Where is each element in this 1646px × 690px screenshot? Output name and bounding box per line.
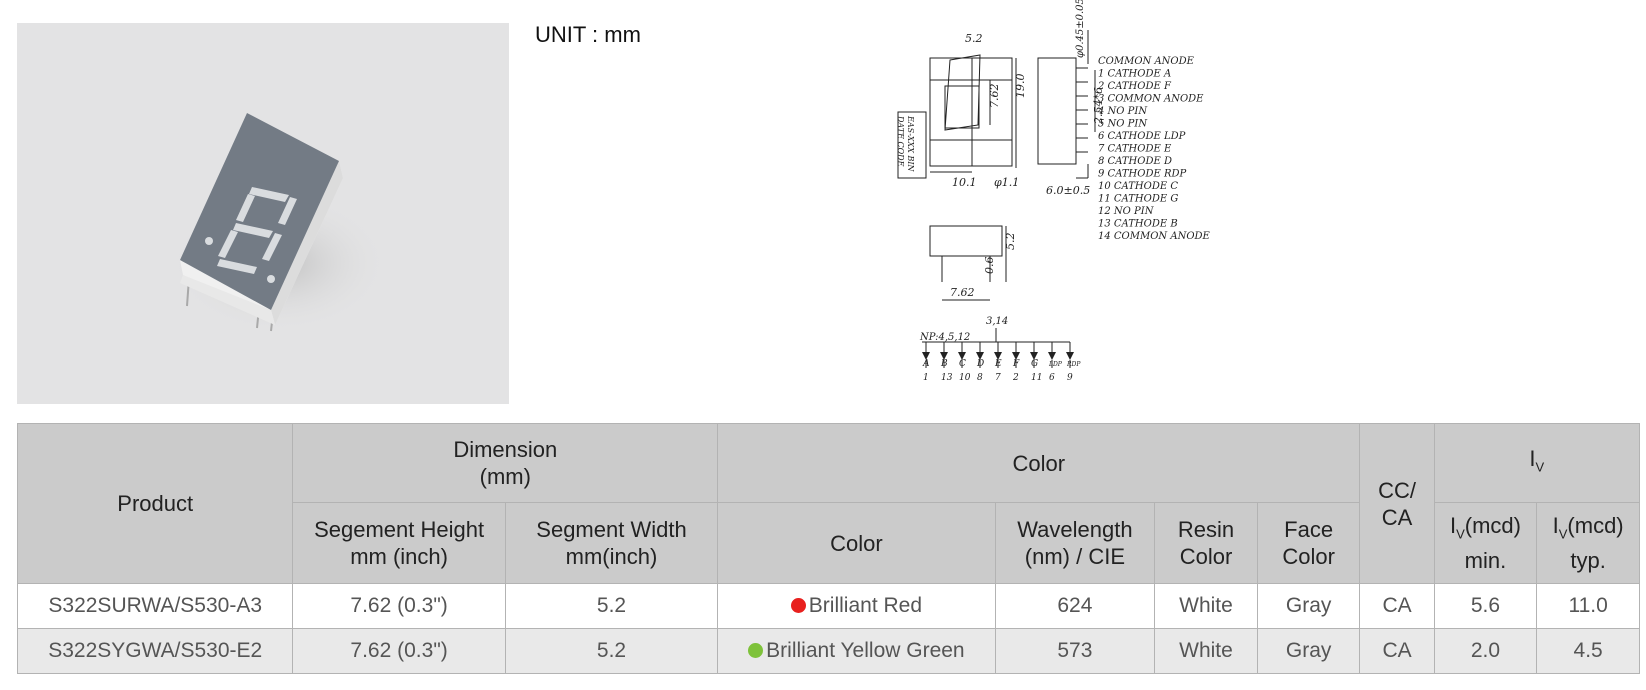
side-view-outline xyxy=(1037,57,1077,165)
pin-list-item: 13 CATHODE B xyxy=(1098,219,1178,230)
header-cc-ca: CC/CA xyxy=(1359,423,1435,584)
schematic-pin-label: 8 xyxy=(977,373,983,383)
color-dot-icon xyxy=(748,643,764,658)
pin-list-item: 12 NO PIN xyxy=(1098,206,1155,217)
color-dot-icon xyxy=(790,598,806,613)
dim-side-depth: 6.0±0.5 xyxy=(1046,184,1090,197)
dim-pin-dia: φ0.45±0.05 xyxy=(1075,0,1086,58)
table-row: S322SYGWA/S530-E2 7.62 (0.3") 5.2 Brilli… xyxy=(16,628,1640,674)
header-color: Color xyxy=(717,502,996,584)
cell-iv-typ: 4.5 xyxy=(1536,628,1640,674)
header-iv-typ: IV(mcd)typ. xyxy=(1536,502,1640,584)
cell-segment-height: 7.62 (0.3") xyxy=(292,628,506,674)
dim-top-width: 5.2 xyxy=(965,32,983,45)
dim-digit: 7.62 xyxy=(988,84,1001,109)
cell-segment-width: 5.2 xyxy=(504,628,719,674)
cell-color: Brilliant Red xyxy=(717,583,996,629)
dim-bottom-pin: 0.6 xyxy=(983,257,996,275)
pin-list-item: 7 CATHODE E xyxy=(1098,144,1172,155)
schematic-np-label: NP:4,5,12 xyxy=(919,332,970,343)
bottom-view-outline xyxy=(929,225,1003,257)
dim-hole: φ1.1 xyxy=(994,176,1019,189)
cell-segment-height: 7.62 (0.3") xyxy=(292,583,506,629)
schematic-segment-label: RDP xyxy=(1066,361,1081,368)
header-dimension: Dimension(mm) xyxy=(292,423,719,503)
header-iv: IV xyxy=(1433,423,1641,503)
schematic-labels: A 1 B 13 C 10 D 8 E 7 F 2 G 11 LDP 6 RDP 9 xyxy=(922,359,1081,383)
pin-list-item: COMMON ANODE xyxy=(1098,56,1195,67)
pin-list-item: 3 COMMON ANODE xyxy=(1098,94,1204,105)
digit-outline xyxy=(944,54,981,131)
product-spec-table: Product Dimension(mm) Color CC/CA IV Seg… xyxy=(16,423,1641,674)
schematic-segment-label: B xyxy=(940,359,948,369)
cell-face-color: Gray xyxy=(1256,628,1361,674)
schematic-pin-label: 9 xyxy=(1067,373,1073,383)
schematic-pin-label: 6 xyxy=(1049,373,1055,383)
cell-cc-ca: CA xyxy=(1359,628,1435,674)
cell-product: S322SYGWA/S530-E2 xyxy=(16,628,294,674)
schematic-pin-label: 1 xyxy=(923,373,929,383)
header-color-group: Color xyxy=(717,423,1361,503)
pin-list-item: 5 NO PIN xyxy=(1098,119,1148,130)
schematic-segment-label: G xyxy=(1031,359,1038,369)
pin-list-item: 1 CATHODE A xyxy=(1098,69,1171,80)
marking-line-2: DATE CODE xyxy=(896,115,905,167)
schematic-segment-label: E xyxy=(994,359,1002,369)
unit-label: UNIT : mm xyxy=(535,22,641,47)
dim-height: 19.0 xyxy=(1014,74,1027,99)
pin-list-item: 8 CATHODE D xyxy=(1098,156,1172,167)
schematic-segment-label: C xyxy=(959,359,966,369)
cell-cc-ca: CA xyxy=(1359,583,1435,629)
dim-bottom-width: 7.62 xyxy=(950,286,975,299)
cell-resin-color: White xyxy=(1154,628,1258,674)
cell-wavelength: 624 xyxy=(994,583,1156,629)
dim-width: 10.1 xyxy=(952,176,977,189)
cell-wavelength: 573 xyxy=(994,628,1156,674)
cell-product: S322SURWA/S530-A3 xyxy=(16,583,294,629)
pin-list-item: 11 CATHODE G xyxy=(1098,194,1178,205)
schematic-segment-label: D xyxy=(976,359,984,369)
schematic-segment-label: F xyxy=(1012,359,1020,369)
schematic-segment-label: A xyxy=(922,359,930,369)
front-view-outline xyxy=(929,57,1013,167)
table-row: S322SURWA/S530-A3 7.62 (0.3") 5.2 Brilli… xyxy=(16,583,1640,629)
marking-line-1: EAS-XXX BIN xyxy=(906,115,915,172)
pin-list-item: 9 CATHODE RDP xyxy=(1098,169,1186,180)
dim-pin-pitch: 2.54*6 xyxy=(1092,87,1105,125)
schematic-pin-label: 13 xyxy=(941,373,953,383)
header-product: Product xyxy=(16,423,294,584)
schematic-common-label: 3,14 xyxy=(986,316,1008,327)
cell-iv-min: 5.6 xyxy=(1433,583,1538,629)
product-photo xyxy=(17,23,509,404)
cell-iv-typ: 11.0 xyxy=(1536,583,1640,629)
schematic-pin-label: 11 xyxy=(1031,373,1042,383)
package-dimension-drawing: 5.2 19.0 7.62 10.1 φ1.1 φ0.45±0.05 2.54*… xyxy=(896,0,1211,383)
pin-list-item: 14 COMMON ANODE xyxy=(1098,231,1211,242)
schematic-pin-label: 10 xyxy=(959,373,971,383)
schematic-pin-label: 2 xyxy=(1012,373,1019,383)
schematic-segment-label: LDP xyxy=(1048,361,1063,368)
dim-bottom-height: 5.2 xyxy=(1004,233,1017,251)
pin-list-item: 10 CATHODE C xyxy=(1098,181,1178,192)
cell-segment-width: 5.2 xyxy=(504,583,719,629)
header-iv-min: IV(mcd)min. xyxy=(1433,502,1538,584)
pin-list-item: 4 NO PIN xyxy=(1097,106,1148,117)
pin-list-item: 6 CATHODE LDP xyxy=(1098,131,1186,142)
pin-list: COMMON ANODE 1 CATHODE A2 CATHODE F 3 COMM… xyxy=(1097,56,1211,242)
pin-list-item: 2 CATHODE F xyxy=(1097,81,1172,92)
seven-segment-display-image xyxy=(169,113,389,333)
cell-resin-color: White xyxy=(1154,583,1258,629)
cell-face-color: Gray xyxy=(1256,583,1361,629)
cell-iv-min: 2.0 xyxy=(1433,628,1538,674)
header-wavelength: Wavelength(nm) / CIE xyxy=(994,502,1156,584)
cell-color: Brilliant Yellow Green xyxy=(717,628,996,674)
schematic-pin-label: 7 xyxy=(995,373,1001,383)
